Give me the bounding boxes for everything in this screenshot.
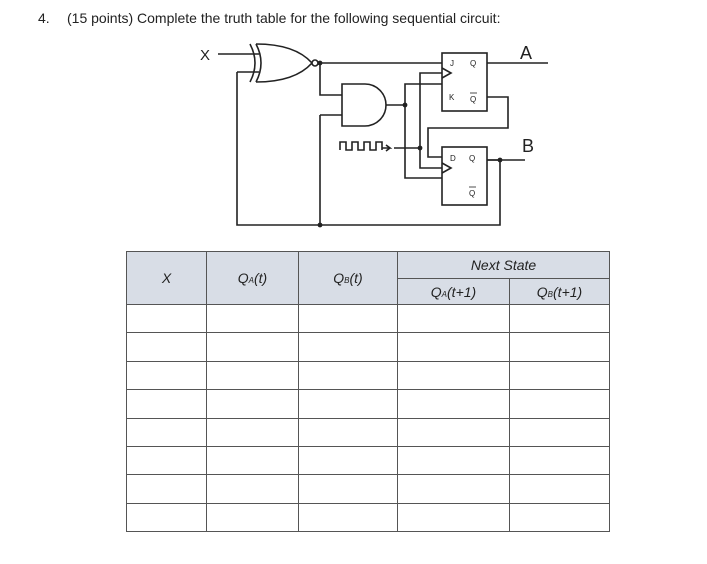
qbar-to-d-wire <box>427 96 509 158</box>
table-cell[interactable] <box>206 389 299 419</box>
table-cell[interactable] <box>298 474 398 504</box>
header-qa-t: QA(t) <box>206 251 299 305</box>
table-cell[interactable] <box>206 445 299 476</box>
header-qb-t1: QB(t+1) <box>509 278 610 305</box>
table-cell[interactable] <box>126 502 207 533</box>
table-row <box>126 502 610 533</box>
table-row <box>126 332 610 362</box>
input-x-label: X <box>200 47 210 64</box>
table-cell[interactable] <box>206 417 299 447</box>
xor-output-bubble <box>311 59 319 67</box>
jk-qbar-label: Q <box>470 95 476 104</box>
question-text: 4. (15 points) Complete the truth table f… <box>38 10 500 26</box>
table-cell[interactable] <box>126 445 207 476</box>
table-cell[interactable] <box>126 303 207 334</box>
table-row <box>126 360 610 391</box>
truth-table: X QA(t) QB(t) Next State QA(t+1) QB(t+1) <box>126 251 610 533</box>
feedback-wire-b <box>236 71 501 226</box>
table-cell[interactable] <box>397 389 510 419</box>
sequential-circuit-diagram: X A B J Q K Q D Q Q <box>200 43 548 228</box>
table-cell[interactable] <box>206 474 299 504</box>
table-row <box>126 445 610 476</box>
table-cell[interactable] <box>397 303 510 334</box>
table-cell[interactable] <box>397 474 510 504</box>
table-cell[interactable] <box>298 417 398 447</box>
table-row <box>126 417 610 447</box>
table-cell[interactable] <box>298 502 398 533</box>
table-cell[interactable] <box>509 417 610 447</box>
d-d-label: D <box>450 154 456 163</box>
table-cell[interactable] <box>509 389 610 419</box>
table-cell[interactable] <box>298 389 398 419</box>
table-cell[interactable] <box>509 360 610 391</box>
jk-j-label: J <box>450 59 454 68</box>
d-flip-flop <box>441 146 488 206</box>
jk-flip-flop <box>441 52 488 112</box>
clock-wire <box>394 72 442 169</box>
table-row <box>126 474 610 504</box>
table-cell[interactable] <box>397 417 510 447</box>
table-cell[interactable] <box>397 332 510 362</box>
question-prompt: (15 points) Complete the truth table for… <box>67 10 501 26</box>
d-clock-triangle <box>441 162 453 174</box>
table-cell[interactable] <box>206 303 299 334</box>
question-number: 4. <box>38 10 50 26</box>
and-gate <box>341 83 387 127</box>
output-b-label: B <box>522 136 534 156</box>
table-cell[interactable] <box>206 360 299 391</box>
table-cell[interactable] <box>397 360 510 391</box>
header-qa-t1: QA(t+1) <box>397 278 510 305</box>
table-cell[interactable] <box>298 360 398 391</box>
table-cell[interactable] <box>126 474 207 504</box>
clock-symbol <box>339 141 383 151</box>
table-row <box>126 303 610 334</box>
and-input-a-wire <box>319 63 342 96</box>
table-cell[interactable] <box>509 502 610 533</box>
table-cell[interactable] <box>397 502 510 533</box>
clock-arrow-icon <box>382 144 393 152</box>
table-cell[interactable] <box>509 303 610 334</box>
table-cell[interactable] <box>126 417 207 447</box>
jk-clock-triangle <box>441 67 453 79</box>
table-cell[interactable] <box>126 360 207 391</box>
truth-table-body <box>126 303 610 533</box>
header-qb-t: QB(t) <box>298 251 398 305</box>
table-cell[interactable] <box>206 502 299 533</box>
d-q-label: Q <box>469 154 475 163</box>
d-qbar-label: Q <box>469 189 475 198</box>
xor-gate <box>249 43 314 83</box>
table-cell[interactable] <box>126 332 207 362</box>
header-next-state: Next State <box>397 251 610 279</box>
table-cell[interactable] <box>509 474 610 504</box>
table-cell[interactable] <box>298 303 398 334</box>
table-cell[interactable] <box>298 332 398 362</box>
header-x: X <box>126 251 207 305</box>
output-a-label: A <box>520 43 532 63</box>
table-cell[interactable] <box>397 445 510 476</box>
table-cell[interactable] <box>509 445 610 476</box>
table-cell[interactable] <box>206 332 299 362</box>
and-input-b-wire <box>319 114 342 225</box>
table-cell[interactable] <box>509 332 610 362</box>
table-cell[interactable] <box>126 389 207 419</box>
table-row <box>126 389 610 419</box>
jk-k-label: K <box>449 93 455 102</box>
table-cell[interactable] <box>298 445 398 476</box>
and-output-wire <box>386 83 442 179</box>
jk-q-label: Q <box>470 59 476 68</box>
